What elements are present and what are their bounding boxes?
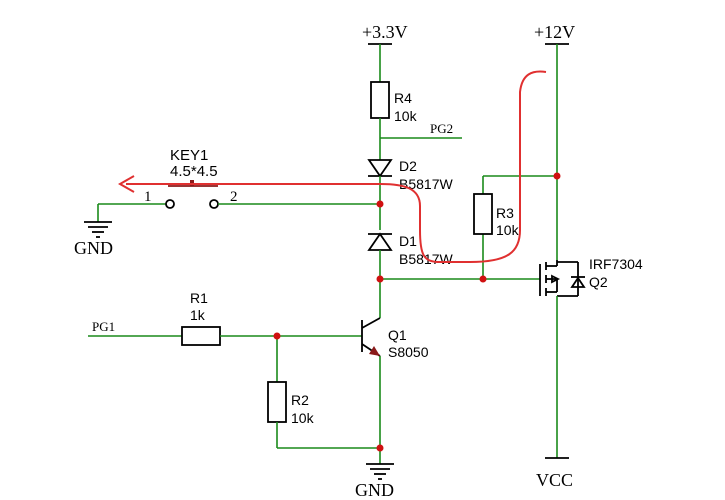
junction-dot [273, 332, 281, 340]
net-pg2-label: PG2 [430, 121, 453, 136]
q2-ref: Q2 [589, 274, 608, 290]
r1-ref: R1 [190, 290, 208, 306]
r2-value: 10k [291, 410, 315, 426]
net-pg1: PG1 [88, 319, 182, 337]
junction-dot [376, 275, 384, 283]
d2-ref: D2 [399, 158, 417, 174]
diode-d2: D2 B5817W [367, 158, 453, 230]
ground-bottom-label: GND [355, 480, 394, 500]
resistor-r3: R3 10k [473, 193, 520, 238]
d1-ref: D1 [399, 233, 417, 249]
key1-value: 4.5*4.5 [170, 163, 218, 180]
r3-value: 10k [496, 222, 520, 238]
key1-pin2: 2 [230, 189, 238, 205]
diode-d1: D1 B5817W [367, 232, 453, 318]
power-3v3-label: +3.3V [362, 22, 408, 42]
net-pg1-label: PG1 [92, 319, 115, 334]
key1-pin1: 1 [144, 189, 152, 205]
mosfet-q2: IRF7304 Q2 [539, 256, 643, 458]
annotation-current-path [117, 70, 547, 263]
r1-value: 1k [190, 307, 206, 323]
power-vcc: VCC [536, 457, 573, 490]
power-12v: +12V [534, 22, 575, 260]
r2-ref: R2 [291, 392, 309, 408]
junction-dot [376, 444, 384, 452]
junction-dot [553, 172, 561, 180]
junction-dot [479, 275, 487, 283]
r4-ref: R4 [394, 90, 412, 106]
resistor-r1: R1 1k [181, 290, 362, 346]
ground-bottom: GND [355, 448, 394, 500]
q2-value: IRF7304 [589, 256, 643, 272]
power-vcc-label: VCC [536, 470, 573, 490]
net-pg2: PG2 [380, 121, 462, 139]
power-3v3: +3.3V [362, 22, 408, 82]
transistor-q1: Q1 S8050 [361, 317, 429, 448]
key1-ref: KEY1 [170, 147, 208, 164]
power-12v-label: +12V [534, 22, 575, 42]
resistor-r2: R2 10k [267, 336, 380, 449]
junction-dot [376, 200, 384, 208]
ground-left: GND [74, 203, 166, 258]
r4-value: 10k [394, 108, 418, 124]
switch-key1: KEY1 4.5*4.5 1 2 [144, 147, 380, 209]
resistor-r4: R4 10k [370, 81, 418, 160]
d2-value: B5817W [399, 176, 453, 192]
q1-ref: Q1 [388, 327, 407, 343]
q1-value: S8050 [388, 344, 429, 360]
r3-ref: R3 [496, 205, 514, 221]
ground-left-label: GND [74, 238, 113, 258]
